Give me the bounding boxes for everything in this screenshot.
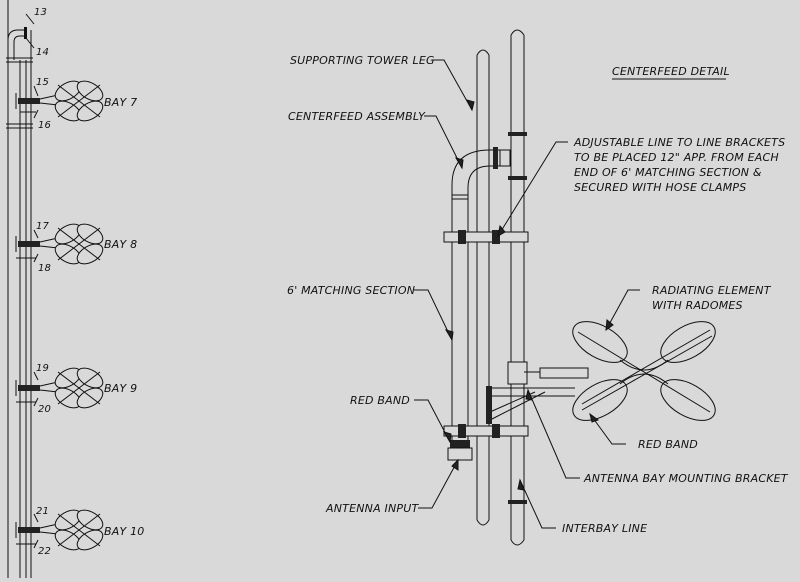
label-radiating-element-line-1: RADIATING ELEMENT <box>652 284 772 297</box>
bay-10 <box>15 505 107 555</box>
interbay-line-pipe <box>507 29 528 546</box>
bay-7 <box>15 76 107 126</box>
bay-label-8: BAY 8 <box>104 238 137 251</box>
label-brackets-line-1: ADJUSTABLE LINE TO LINE BRACKETS <box>573 136 785 149</box>
label-brackets-line-3: END OF 6' MATCHING SECTION & <box>574 166 762 179</box>
bay-label-10: BAY 10 <box>104 525 144 538</box>
ref-number-18: 18 <box>38 263 51 274</box>
antenna-stack <box>6 0 35 578</box>
label-radiating-element-line-2: WITH RADOMES <box>652 299 743 312</box>
label-tower-leg: SUPPORTING TOWER LEG <box>290 54 435 67</box>
ref-number-14: 14 <box>36 47 49 58</box>
bay-9 <box>15 363 107 413</box>
label-mounting-bracket: ANTENNA BAY MOUNTING BRACKET <box>583 472 789 485</box>
leader-lines <box>414 59 640 529</box>
ref-number-17: 17 <box>36 221 50 232</box>
label-antenna-input: ANTENNA INPUT <box>325 502 419 515</box>
line-brackets <box>443 230 529 438</box>
centerfeed-assembly <box>447 147 511 461</box>
label-brackets-line-2: TO BE PLACED 12" APP. FROM EACH <box>574 151 779 164</box>
ref-number-19: 19 <box>36 363 49 374</box>
mounting-bracket <box>486 367 589 424</box>
ref-number-15: 15 <box>36 77 49 88</box>
label-red-band-right: RED BAND <box>638 438 698 451</box>
tower-leg <box>476 49 490 526</box>
label-interbay-line: INTERBAY LINE <box>562 522 647 535</box>
ref-number-22: 22 <box>38 546 51 557</box>
ref-number-13: 13 <box>34 7 47 18</box>
bay-8 <box>15 219 107 269</box>
detail-title: CENTERFEED DETAIL <box>612 65 730 78</box>
bay-label-7: BAY 7 <box>104 96 137 109</box>
ref-number-20: 20 <box>38 404 51 415</box>
label-brackets-line-4: SECURED WITH HOSE CLAMPS <box>574 181 746 194</box>
bay-label-9: BAY 9 <box>104 382 137 395</box>
top-flange <box>24 27 27 39</box>
label-centerfeed-assembly: CENTERFEED ASSEMBLY <box>288 110 426 123</box>
ref-number-21: 21 <box>36 506 49 517</box>
ref-number-16: 16 <box>38 120 51 131</box>
label-matching-section: 6' MATCHING SECTION <box>287 284 415 297</box>
label-red-band-left: RED BAND <box>350 394 410 407</box>
radiating-element <box>572 321 716 421</box>
